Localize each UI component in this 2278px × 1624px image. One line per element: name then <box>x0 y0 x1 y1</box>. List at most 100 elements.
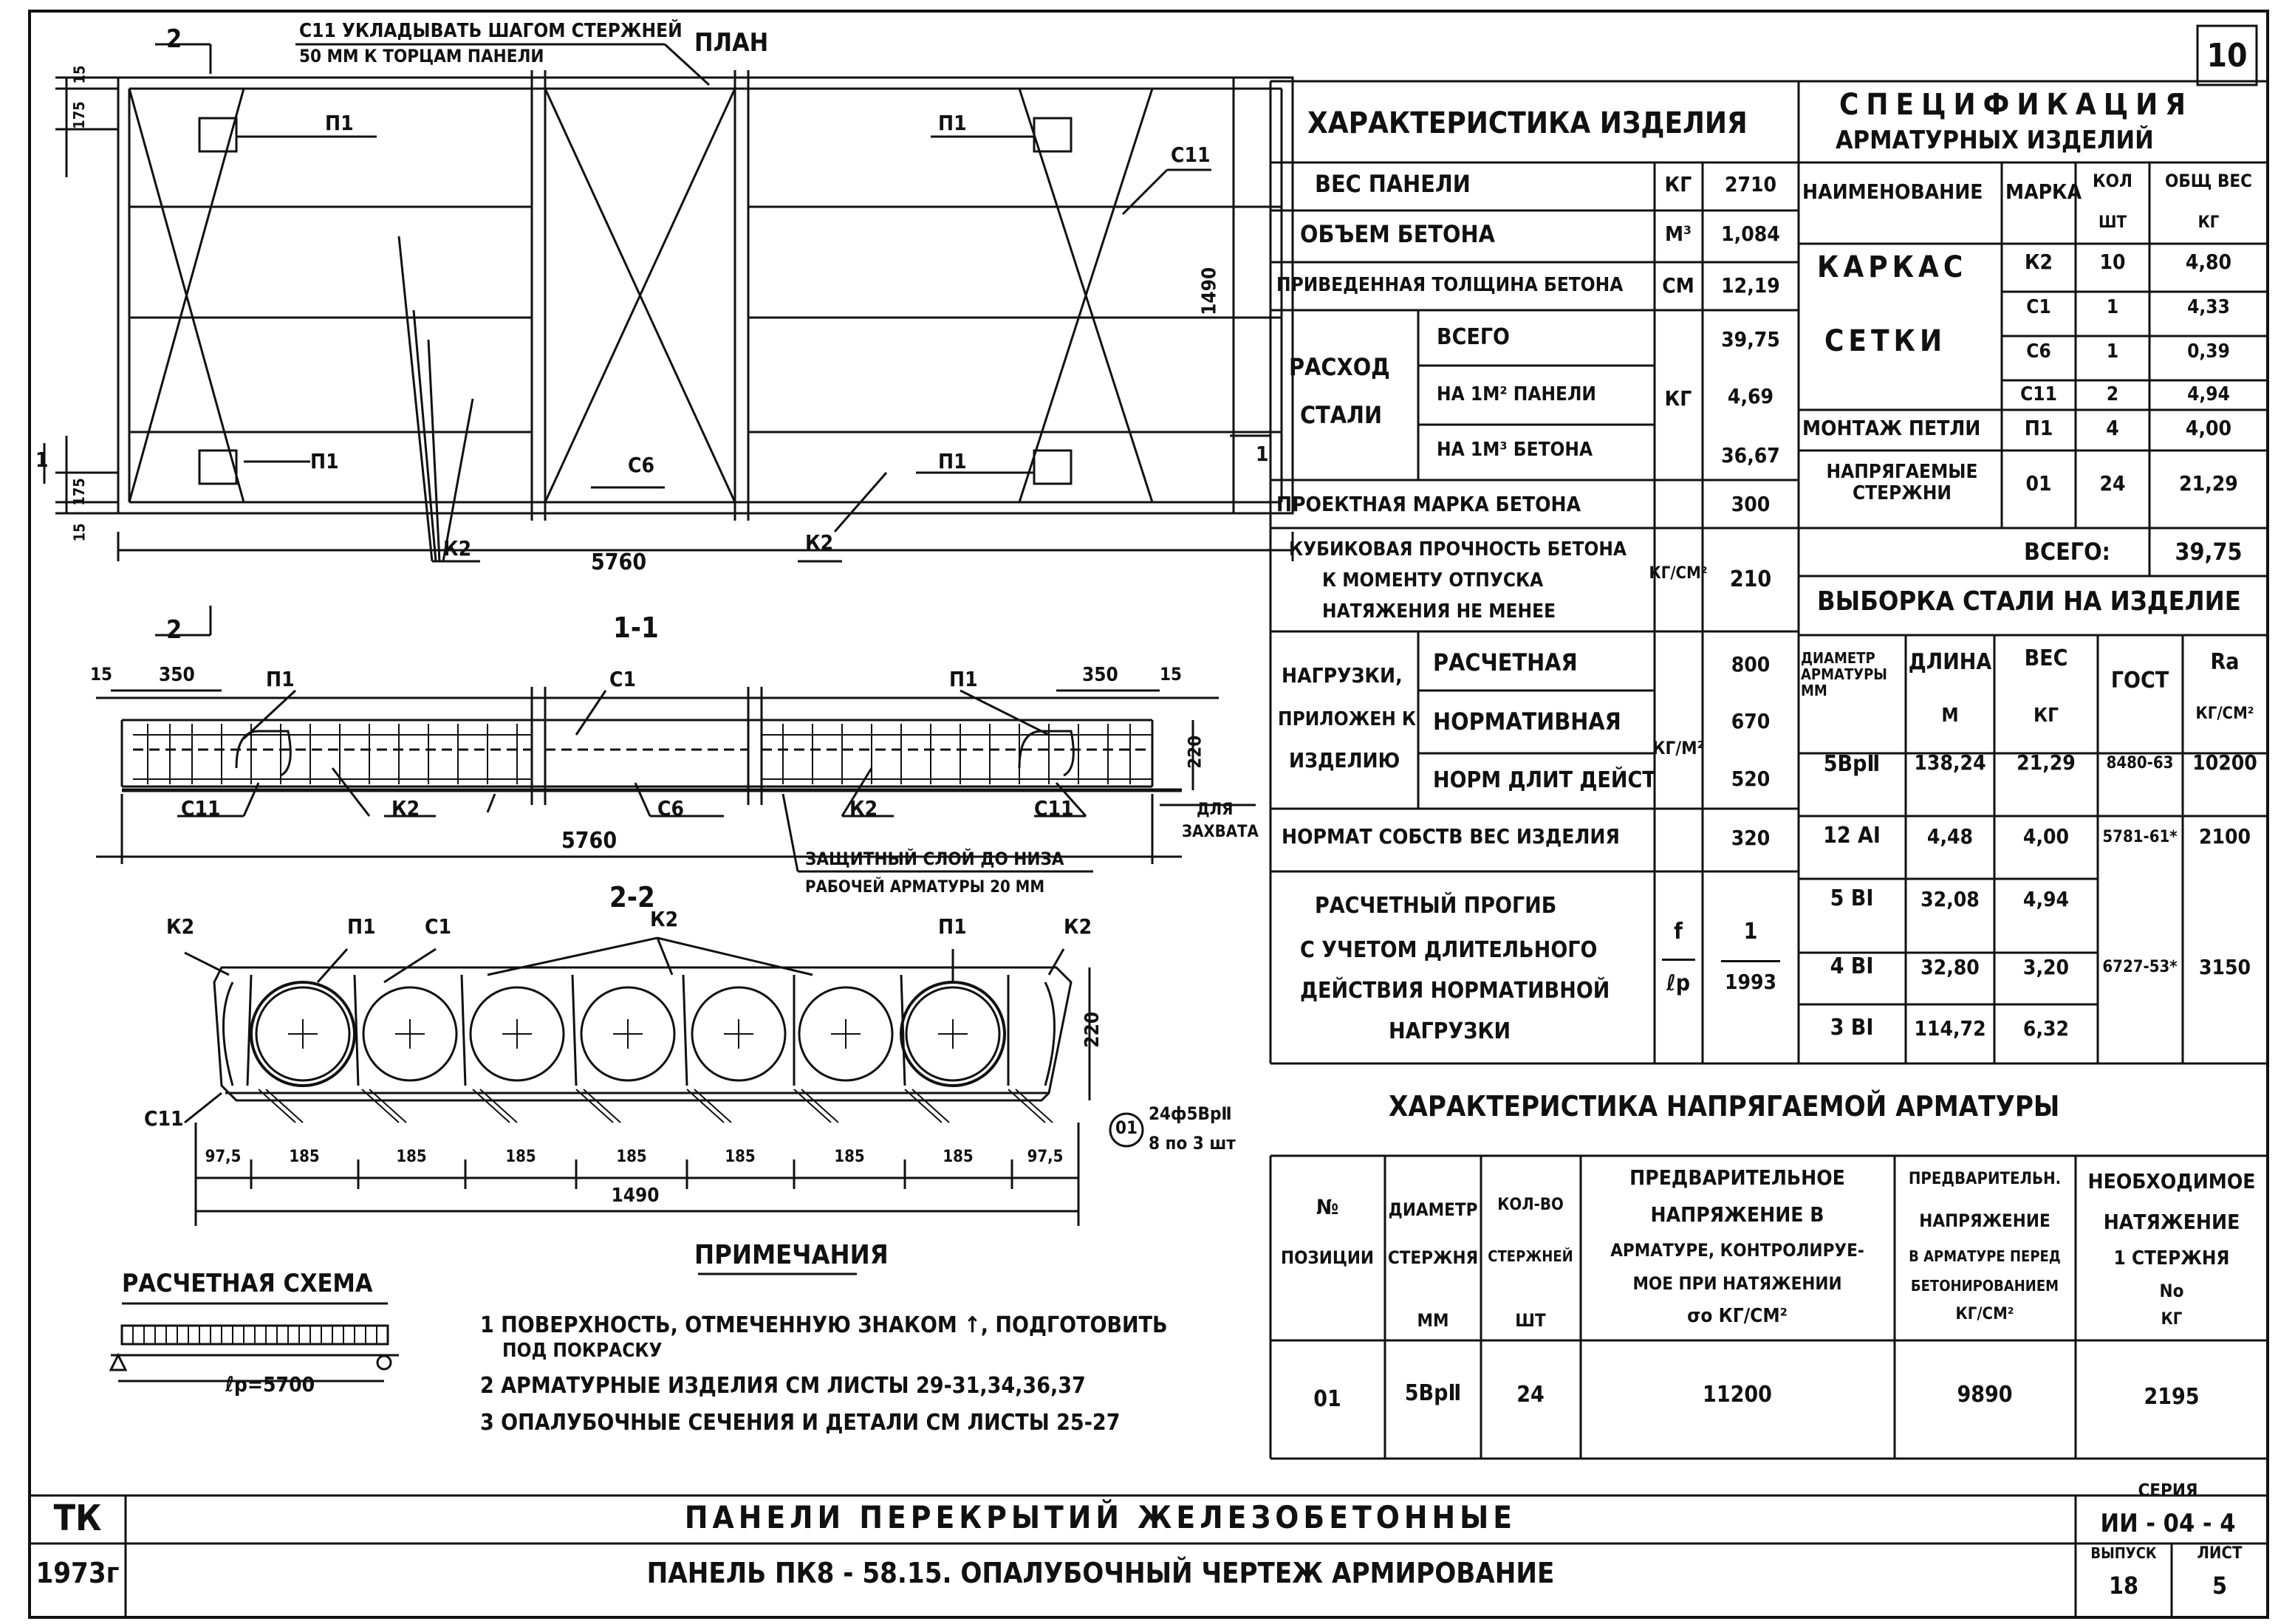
pre-row-qty: 24 <box>1516 1382 1545 1408</box>
plan-label-p1-4: П1 <box>938 449 967 473</box>
char-strength-value: 210 <box>1729 566 1772 592</box>
char-thickness-unit: СМ <box>1662 273 1694 298</box>
char-deflection-line4: НАГРУЗКИ <box>1389 1018 1511 1044</box>
steel-row4-diam: 4 ВⅠ <box>1830 953 1874 979</box>
pre-row-tension: 2195 <box>2144 1384 2200 1410</box>
char-strength-line1: КУБИКОВАЯ ПРОЧНОСТЬ БЕТОНА <box>1289 538 1627 561</box>
sec11-dim-350-right: 350 <box>1082 664 1118 686</box>
char-loads-line2: ПРИЛОЖЕН К <box>1278 708 1417 730</box>
steel-row3-length: 32,08 <box>1920 887 1980 911</box>
spec-row-loop-name: МОНТАЖ ПЕТЛИ <box>1802 416 1981 440</box>
section-mark-bottom: 2 <box>166 615 182 645</box>
spec-row-c6-mark: С6 <box>2026 340 2051 363</box>
spec-row-strands-qty: 24 <box>2099 471 2126 496</box>
tb-issue-label: ВЫПУСК <box>2090 1544 2157 1562</box>
pre-header-tension-2: НАТЯЖЕНИЕ <box>2103 1210 2240 1234</box>
spec-row-c11-mark: С11 <box>2020 383 2057 405</box>
char-load-norm-name: НОРМАТИВНАЯ <box>1433 707 1621 736</box>
sec11-grip-line1: ДЛЯ <box>1197 801 1234 819</box>
sec22-dim-5: 185 <box>616 1148 647 1166</box>
spec-row-c1-qty: 1 <box>2106 296 2119 318</box>
sec22-label-k2-right: К2 <box>1064 914 1092 939</box>
tb-sheet-label: ЛИСТ <box>2197 1544 2243 1563</box>
char-steel-total-name: ВСЕГО <box>1437 324 1510 350</box>
char-steel-name-2: СТАЛИ <box>1300 401 1383 429</box>
pre-header-before-3: В АРМАТУРЕ ПЕРЕД <box>1909 1247 2061 1265</box>
spec-row-c1-weight: 4,33 <box>2187 296 2230 318</box>
pre-header-before-2: НАПРЯЖЕНИЕ <box>1919 1210 2050 1231</box>
plan-title: ПЛАН <box>694 28 769 58</box>
sec11-label-k2-right: К2 <box>849 796 878 820</box>
sec22-label-k2-center: К2 <box>650 907 679 931</box>
sec11-cover-line2: РАБОЧЕЙ АРМАТУРЫ 20 ММ <box>805 878 1045 897</box>
spec-row-loop-qty: 4 <box>2106 416 2119 440</box>
steel-selection-title: ВЫБОРКА СТАЛИ НА ИЗДЕЛИЕ <box>1817 586 2241 617</box>
sec22-dim-3: 185 <box>396 1148 427 1166</box>
steel-row4-length: 32,80 <box>1920 955 1980 979</box>
sec11-dim-220: 220 <box>1184 735 1205 769</box>
sec11-cover-line1: ЗАЩИТНЫЙ СЛОЙ ДО НИЗА <box>805 849 1064 869</box>
tb-series-label: СЕРИЯ <box>2138 1480 2198 1501</box>
pre-row-diam: 5ВрⅡ <box>1404 1380 1462 1406</box>
deflection-value-fraction-bar <box>1721 960 1780 962</box>
pre-header-prestress-5: σо КГ/СМ² <box>1687 1305 1788 1327</box>
char-selfweight-value: 320 <box>1731 826 1771 850</box>
section-11-title: 1-1 <box>613 611 659 644</box>
pre-header-tension-5: КГ <box>2161 1310 2183 1329</box>
spec-header-qty: КОЛ <box>2093 171 2132 191</box>
sec22-bar-spec: 24ф5ВрⅡ <box>1149 1103 1232 1124</box>
char-loads-line1: НАГРУЗКИ, <box>1282 663 1403 688</box>
steel-row3-weight: 4,94 <box>2022 887 2070 911</box>
steel-row4-gost: 6727-53* <box>2102 958 2178 976</box>
sec22-label-k2-left: К2 <box>166 914 195 939</box>
sec22-label-c1: С1 <box>425 914 452 939</box>
spec-row-frame-qty: 10 <box>2099 250 2126 274</box>
char-grade-name: ПРОЕКТНАЯ МАРКА БЕТОНА <box>1276 492 1581 516</box>
tb-year: 1973г <box>35 1557 120 1589</box>
spec-row-c6-weight: 0,39 <box>2187 340 2230 363</box>
sec11-label-k2-left: К2 <box>391 796 420 820</box>
plan-dim-length: 5760 <box>591 549 647 575</box>
plan-label-c6: С6 <box>628 453 655 477</box>
spec-title-line2: АРМАТУРНЫХ ИЗДЕЛИЙ <box>1836 126 2154 155</box>
spec-header-weight-unit: КГ <box>2197 213 2220 232</box>
prestressed-title: ХАРАКТЕРИСТИКА НАПРЯГАЕМОЙ АРМАТУРЫ <box>1389 1090 2060 1123</box>
char-steel-m2-value: 4,69 <box>1727 384 1774 408</box>
char-loads-line3: ИЗДЕЛИЮ <box>1289 748 1400 772</box>
pre-header-pos-1: № <box>1316 1195 1339 1219</box>
note-1-cont: ПОД ПОКРАСКУ <box>502 1340 663 1362</box>
tb-issue: 18 <box>2108 1572 2139 1600</box>
sec22-bar-group: 8 по 3 шт <box>1149 1133 1236 1154</box>
spec-row-frame-mark: К2 <box>2024 250 2053 274</box>
pre-header-qty-1: КОЛ-ВО <box>1497 1196 1564 1214</box>
plan-dim-175-top: 175 <box>69 101 88 129</box>
spec-row-strands-name: НАПРЯГАЕМЫЕ СТЕРЖНИ <box>1826 461 1978 504</box>
steel-header-gost: ГОСТ <box>2110 668 2169 693</box>
char-strength-line2: К МОМЕНТУ ОТПУСКА <box>1322 569 1544 592</box>
sec11-dim-15-left: 15 <box>90 664 113 685</box>
sec22-dim-2: 185 <box>289 1148 320 1166</box>
spec-row-frame-weight: 4,80 <box>2185 250 2232 274</box>
plan-label-k2-1: К2 <box>443 536 472 561</box>
pre-header-before-4: БЕТОНИРОВАНИЕМ <box>1910 1277 2059 1295</box>
steel-row5-weight: 6,32 <box>2022 1016 2070 1041</box>
steel-row1-ra: 10200 <box>2192 750 2257 775</box>
char-deflection-value-bottom: 1993 <box>1724 970 1777 994</box>
sec22-bar-pos: 01 <box>1115 1117 1138 1138</box>
pre-header-diam-3: ММ <box>1417 1310 1449 1331</box>
steel-header-length-unit: М <box>1941 705 1959 727</box>
char-steel-m3-name: НА 1М³ БЕТОНА <box>1437 439 1593 461</box>
pre-header-tension-1: НЕОБХОДИМОЕ <box>2087 1169 2256 1193</box>
char-volume-value: 1,084 <box>1721 222 1780 246</box>
char-load-long-name: НОРМ ДЛИТ ДЕЙСТ <box>1433 767 1656 793</box>
char-deflection-line1: РАСЧЕТНЫЙ ПРОГИБ <box>1315 893 1557 919</box>
char-steel-name-1: РАСХОД <box>1289 353 1390 381</box>
steel-header-weight-unit: КГ <box>2033 705 2059 727</box>
spec-row-loop-weight: 4,00 <box>2185 416 2232 440</box>
pre-header-diam-1: ДИАМЕТР <box>1388 1199 1478 1220</box>
steel-header-length: ДЛИНА <box>1908 649 1992 675</box>
spec-row-c11-weight: 4,94 <box>2187 383 2230 405</box>
char-volume-name: ОБЪЕМ БЕТОНА <box>1300 220 1495 248</box>
spec-title-line1: СПЕЦИФИКАЦИЯ <box>1839 88 2193 122</box>
sec22-label-p1-left: П1 <box>347 914 376 939</box>
